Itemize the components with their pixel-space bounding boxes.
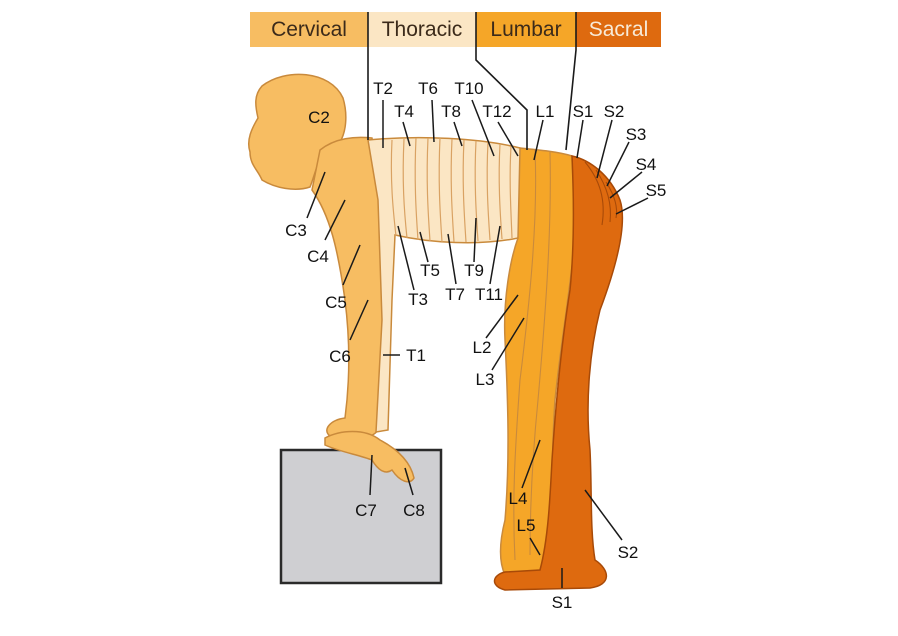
region-cervical: Cervical [250,12,368,47]
region-sacral: Sacral [576,12,661,47]
lumbar-bands [513,149,551,561]
label-T5: T5 [420,261,440,280]
label-T11: T11 [475,285,503,304]
label-L4: L4 [509,489,528,508]
label-T8: T8 [441,102,461,121]
label-S5: S5 [646,181,667,200]
region-cervical-label: Cervical [271,17,347,41]
label-S2-back: S2 [604,102,625,121]
hand [324,430,415,483]
sacral-leg [493,155,624,591]
label-C6: C6 [329,347,351,366]
label-C5: C5 [325,293,347,312]
label-T2: T2 [373,79,393,98]
label-L1: L1 [536,102,555,121]
label-C4: C4 [307,247,329,266]
label-T9: T9 [464,261,484,280]
thoracic-bands [390,137,513,243]
region-sacral-label: Sacral [588,17,649,41]
label-S2-leg: S2 [618,543,639,562]
label-S1-back: S1 [573,102,594,121]
leader-lines [306,99,649,588]
label-C8: C8 [403,501,425,520]
dermatome-labels: C2 C3 C4 C5 C6 C7 C8 T1 T2 T3 T4 T5 T6 T… [285,79,666,612]
label-T6: T6 [418,79,438,98]
region-lumbar-label: Lumbar [490,17,562,41]
label-C7: C7 [355,501,377,520]
label-S1-foot: S1 [552,593,573,612]
head [247,73,347,190]
label-L2: L2 [473,338,492,357]
label-T3: T3 [408,290,428,309]
region-lumbar: Lumbar [476,12,576,47]
label-T12: T12 [482,102,511,121]
label-S3: S3 [626,125,647,144]
cervical-neck-arm [311,136,386,440]
region-thoracic: Thoracic [368,12,476,47]
label-L3: L3 [476,370,495,389]
label-C2: C2 [308,108,330,127]
label-T4: T4 [394,102,414,121]
label-S4: S4 [636,155,657,174]
label-C3: C3 [285,221,307,240]
label-T10: T10 [454,79,483,98]
label-T1: T1 [406,346,426,365]
lifted-box [279,448,443,585]
label-T7: T7 [445,285,465,304]
region-thoracic-label: Thoracic [381,17,463,41]
region-connector-lines [367,12,577,151]
label-L5: L5 [517,516,536,535]
